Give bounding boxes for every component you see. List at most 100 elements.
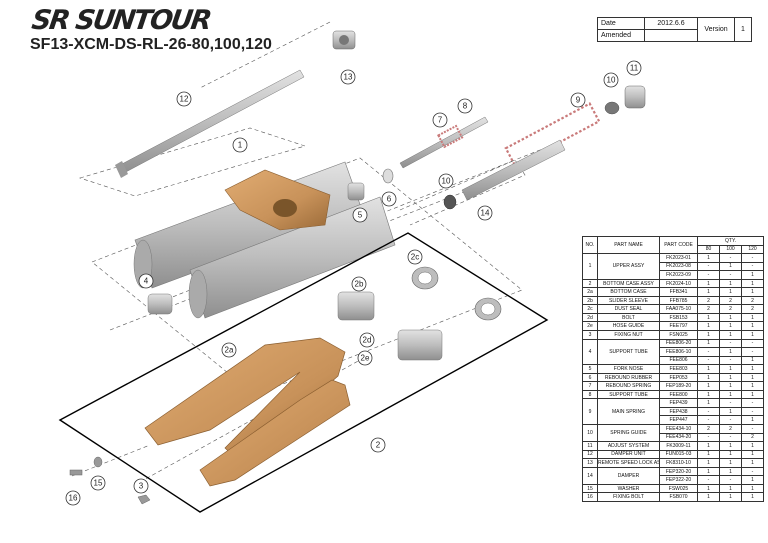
spring-guide-part	[604, 101, 620, 115]
qty-cell: 2	[697, 424, 720, 434]
callout-label: 1	[238, 141, 243, 150]
part-name-cell: DAMPER UNIT	[597, 449, 660, 460]
qty-cell: 1	[740, 278, 765, 289]
callout-label: 6	[387, 195, 392, 204]
qty-cell: 1	[740, 483, 765, 494]
qty-cell: 1	[719, 441, 742, 451]
qty-cell: 1	[697, 441, 720, 451]
callout-label: 2d	[363, 336, 372, 345]
bottom-case-part	[144, 337, 351, 487]
qty-cell: 1	[740, 415, 765, 426]
qty-cell: 1	[740, 321, 765, 331]
qty-cell: 1	[697, 466, 720, 477]
callout-2d: 2d	[359, 332, 375, 348]
col-header-qty: QTY.	[696, 236, 765, 246]
part-name-cell: FORK NOSE	[597, 364, 660, 374]
part-code-cell: FEP189-20	[659, 381, 698, 391]
part-code-cell: FK8310-10	[659, 458, 698, 468]
part-code-cell: FSB070	[659, 492, 698, 502]
callout-7: 7	[432, 112, 448, 128]
part-name-cell: FIXING BOLT	[597, 492, 660, 502]
part-code-cell: FEP438	[659, 406, 698, 417]
part-name-cell: SPRING GUIDE	[597, 424, 660, 443]
support-tube-rod-part	[399, 116, 489, 169]
part-code-cell: FUN015-03	[659, 449, 698, 460]
part-code-cell: FEP439	[659, 398, 698, 408]
callout-label: 13	[344, 73, 353, 82]
qty-cell: -	[740, 261, 765, 272]
revision-box: Date 2012.6.6 Version 1 Amended	[597, 17, 752, 42]
callout-label: 15	[94, 479, 103, 488]
callout-label: 2e	[361, 354, 370, 363]
qty-cell: -	[719, 270, 742, 280]
qty-cell: -	[740, 424, 765, 434]
callout-11: 11	[626, 60, 642, 76]
version-value: 1	[734, 17, 752, 42]
part-name-cell: REMOTE SPEED LOCK ASSY	[597, 458, 660, 468]
qty-cell: 1	[719, 312, 742, 323]
callout-label: 2	[376, 441, 381, 450]
callout-2b: 2b	[351, 276, 367, 292]
callout-label: 4	[144, 277, 149, 286]
part-code-cell: FK3009-11	[659, 441, 698, 451]
callout-label: 3	[139, 482, 144, 491]
callout-label: 7	[438, 116, 443, 125]
qty-cell: -	[697, 347, 720, 357]
qty-cell: 1	[697, 253, 720, 263]
upper-assy-part	[133, 161, 396, 319]
qty-cell: -	[697, 432, 720, 443]
qty-cell: 1	[719, 458, 742, 468]
part-name-cell: REBOUND RUBBER	[597, 372, 660, 383]
callout-12: 12	[176, 91, 192, 107]
qty-cell: -	[719, 432, 742, 443]
part-number-cell: 2d	[582, 312, 598, 323]
qty-cell: -	[697, 261, 720, 272]
callout-6: 6	[381, 191, 397, 207]
part-code-cell: FEE806-10	[659, 347, 698, 357]
callout-4: 4	[138, 273, 154, 289]
part-code-cell: FEE434-20	[659, 432, 698, 443]
part-name-cell: SUPPORT TUBE	[597, 389, 660, 400]
callout-16: 16	[65, 490, 81, 506]
part-code-cell: FSN025	[659, 330, 698, 340]
qty-cell: 1	[697, 483, 720, 494]
part-name-cell: HOSE GUIDE	[597, 321, 660, 331]
qty-cell: 2	[740, 304, 765, 314]
qty-cell: 1	[719, 492, 742, 502]
callout-label: 2a	[225, 346, 234, 355]
qty-cell: 2	[719, 295, 742, 306]
qty-cell: -	[719, 415, 742, 426]
qty-cell: -	[740, 406, 765, 417]
part-number-cell: 6	[582, 372, 598, 383]
qty-cell: 2	[719, 424, 742, 434]
qty-cell: 1	[719, 364, 742, 374]
qty-cell: 1	[697, 364, 720, 374]
qty-cell: -	[740, 466, 765, 477]
part-number-cell: 2	[582, 278, 598, 289]
bottom-case-assy-box	[58, 232, 549, 513]
qty-cell: 1	[697, 372, 720, 383]
qty-cell: -	[740, 398, 765, 408]
part-code-cell: FEE806	[659, 355, 698, 366]
qty-cell: -	[697, 406, 720, 417]
parts-table: NO. PART NAME PART CODE QTY. 80 100 120 …	[582, 235, 765, 502]
part-code-cell: FEE800	[659, 389, 698, 400]
qty-cell: -	[697, 475, 720, 485]
callout-8: 8	[457, 98, 473, 114]
part-number-cell: 2a	[582, 287, 598, 297]
callout-label: 10	[442, 177, 451, 186]
part-number-cell: 12	[582, 449, 598, 460]
part-number-cell: 2e	[582, 321, 598, 331]
qty-cell: 1	[719, 466, 742, 477]
qty-cell: 1	[719, 321, 742, 331]
callout-2: 2	[370, 437, 386, 453]
part-number-cell: 5	[582, 364, 598, 374]
qty-cell: 1	[697, 389, 720, 400]
qty-cell: 1	[719, 330, 742, 340]
